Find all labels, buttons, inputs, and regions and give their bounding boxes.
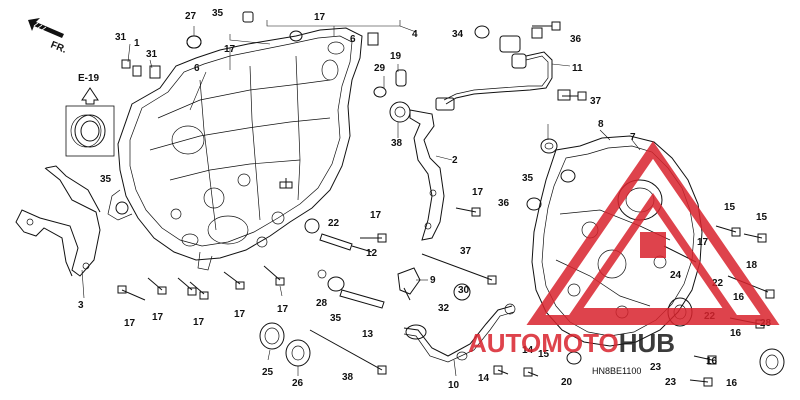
callout-37: 37 xyxy=(460,246,472,257)
callout-17: 17 xyxy=(224,44,236,55)
callout-16: 16 xyxy=(706,356,718,367)
callout-36: 37 xyxy=(590,96,602,107)
callout-35: 35 xyxy=(212,8,224,19)
callout-16: 16 xyxy=(733,292,745,303)
callout-15: 15 xyxy=(538,349,550,360)
callout-30: 30 xyxy=(458,285,470,296)
callout-31: 31 xyxy=(146,49,158,60)
callout-38: 38 xyxy=(391,138,403,149)
oil-filler-cap xyxy=(397,267,421,301)
callout-8: 8 xyxy=(598,119,604,130)
callout-31: 31 xyxy=(115,32,127,43)
callout-34: 35 xyxy=(330,313,342,324)
callout-13: 13 xyxy=(362,329,374,340)
callout-17: 17 xyxy=(234,309,246,320)
callout-26: 27 xyxy=(185,11,197,22)
callout-17: 17 xyxy=(277,304,289,315)
reference-label: E-19 xyxy=(78,73,100,84)
callout-37: 38 xyxy=(342,372,354,383)
bracket-2 xyxy=(409,109,445,241)
callout-3: 3 xyxy=(78,300,84,311)
callout-24: 25 xyxy=(262,367,274,378)
oil-pipe xyxy=(403,303,516,363)
callout-14: 14 xyxy=(478,373,490,384)
callout-23: 24 xyxy=(670,270,682,281)
callout-28: 29 xyxy=(374,63,386,74)
callout-25: 26 xyxy=(292,378,304,389)
small-parts-top xyxy=(121,11,411,123)
callout-17: 17 xyxy=(193,317,205,328)
callout-1: 1 xyxy=(134,38,140,49)
bracket-part xyxy=(15,165,101,277)
callout-35: 36 xyxy=(498,198,510,209)
watermark-text: AUTOMOTOHUB xyxy=(468,328,675,358)
callout-20: 20 xyxy=(561,377,573,388)
watermark-brand: AUTOMOTOHUB xyxy=(468,328,675,358)
shafts xyxy=(319,233,385,309)
callout-14: 14 xyxy=(522,345,534,356)
callout-19: 19 xyxy=(390,51,402,62)
callout-22: 22 xyxy=(712,278,724,289)
callout-9: 9 xyxy=(430,275,436,286)
callout-32: 32 xyxy=(438,303,450,314)
callout-22: 23 xyxy=(665,377,677,388)
direction-label: FR. xyxy=(49,40,68,56)
transmission-case-left xyxy=(107,27,363,271)
callout-4: 4 xyxy=(412,29,418,40)
leader-lines xyxy=(81,26,641,377)
callout-35: 35 xyxy=(100,174,112,185)
reference-callout: E-19 xyxy=(65,73,115,157)
callout-7: 7 xyxy=(630,132,636,143)
callout-21: 22 xyxy=(328,218,340,229)
callout-15: 15 xyxy=(756,212,768,223)
callout-36: 36 xyxy=(570,34,582,45)
callout-17: 17 xyxy=(314,12,326,23)
callout-29: 28 xyxy=(316,298,328,309)
bolts xyxy=(117,21,775,387)
callout-11: 11 xyxy=(572,63,583,74)
callout-16: 16 xyxy=(726,378,738,389)
callout-12: 12 xyxy=(366,248,378,259)
callout-5: 6 xyxy=(194,63,200,74)
watermark-logo xyxy=(526,141,780,325)
callout-labels: 31 1 31 27 6 35 17 17 6 4 29 19 38 2 34 … xyxy=(78,8,772,391)
callout-33: 34 xyxy=(452,29,464,40)
front-direction-arrow: FR. xyxy=(28,18,68,56)
sensor-harness xyxy=(435,25,571,111)
callout-15: 15 xyxy=(724,202,736,213)
callout-6: 6 xyxy=(350,34,356,45)
callout-18: 18 xyxy=(746,260,758,271)
callout-2: 2 xyxy=(452,155,458,166)
callout-22: 23 xyxy=(650,362,662,373)
callout-17: 17 xyxy=(472,187,484,198)
callout-10: 10 xyxy=(448,380,460,391)
callout-16: 16 xyxy=(730,328,742,339)
callout-18: 17 xyxy=(697,237,709,248)
callout-brackets xyxy=(229,20,417,45)
callout-17: 17 xyxy=(370,210,382,221)
callout-17: 17 xyxy=(152,312,164,323)
diagram-code: HN8BE1100 xyxy=(592,366,641,376)
callout-35: 35 xyxy=(522,173,534,184)
callout-17: 17 xyxy=(124,318,136,329)
